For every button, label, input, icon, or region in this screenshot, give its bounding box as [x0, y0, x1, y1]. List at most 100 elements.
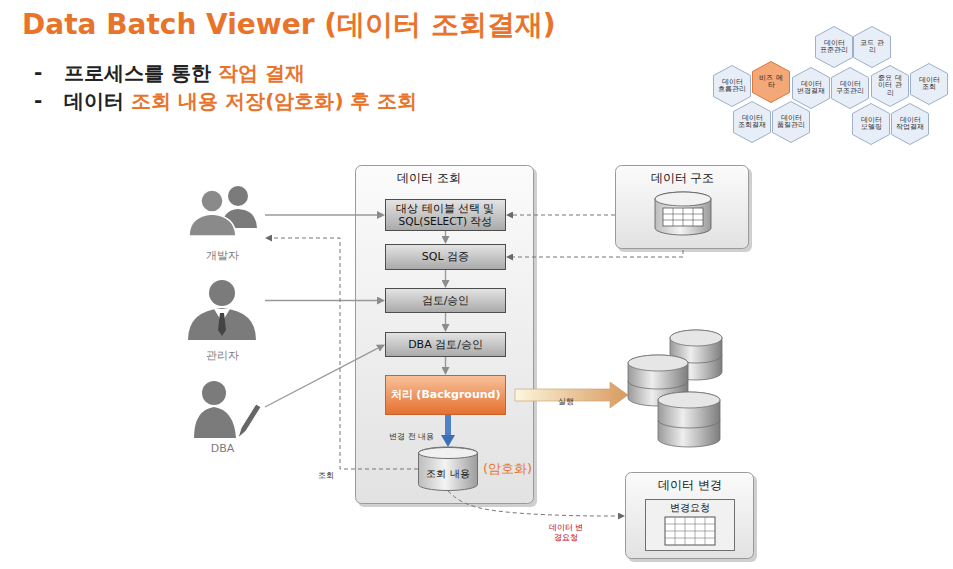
node-text: DBA 검토/승인	[408, 338, 483, 351]
node-text: 데이터 조회	[915, 77, 943, 91]
menu-hexagon: 데이터 변경결재	[792, 67, 830, 109]
actor-label: DBA	[211, 442, 235, 455]
storage-cylinder: 조회 내용	[418, 447, 478, 491]
box-outline	[386, 333, 506, 357]
menu-hexagon: 데이터 조회	[910, 63, 948, 105]
hex-outline	[872, 66, 909, 107]
edge-label: 조회	[318, 471, 334, 481]
bullet-text: -	[34, 60, 42, 87]
menu-hexagon: 데이터 품질관리	[772, 101, 810, 143]
db-top	[628, 355, 688, 371]
menu-hexagon: 데이터 모델링	[852, 103, 890, 145]
developer-icon	[189, 186, 257, 236]
menu-hexagon: 중요 데이터 관리	[871, 65, 909, 107]
node-text: 대상 테이블 선택 및 SQL(SELECT) 작성	[389, 202, 502, 227]
db-top	[670, 330, 722, 346]
hex-outline	[816, 27, 853, 68]
node-text: 변경요청	[670, 502, 710, 514]
node-text: 데이터 구조관리	[836, 81, 864, 95]
icon-head	[209, 280, 235, 306]
table-grid	[665, 517, 715, 545]
request-box: 변경요청	[645, 499, 735, 551]
edge-label-box: 데이터 변경요청	[546, 523, 586, 544]
node-text: 조회 내용	[426, 468, 469, 480]
panel-title: 데이터 변경	[658, 478, 722, 492]
grid-line	[675, 517, 676, 545]
grid-line	[665, 531, 715, 532]
panel-title: 데이터 구조	[651, 171, 715, 185]
db-body	[670, 330, 722, 380]
menu-hexagon: 데이터 작업결재	[891, 103, 929, 145]
bullet-line: -데이터조회 내용 저장(암호화) 후 조회	[34, 88, 417, 115]
hex-outline	[853, 104, 890, 145]
node-text: 데이터 품질관리	[777, 115, 805, 129]
node-text: 중요 데이터 관리	[876, 75, 904, 96]
node-text: 데이터 조회결재	[738, 115, 766, 129]
node-text: SQL 검증	[422, 250, 469, 263]
menu-hexagon: 비즈 메타	[752, 61, 790, 103]
hex-outline	[892, 104, 929, 145]
icon-head	[201, 190, 223, 212]
db-band	[628, 381, 688, 389]
cylinder-top	[419, 448, 478, 459]
hex-outline	[734, 102, 771, 143]
node-text: 데이터 흐름관리	[718, 79, 746, 93]
node-text: 데이터 표준관리	[820, 40, 848, 54]
bullet-text: 프로세스를 통한	[64, 60, 211, 87]
panel-outline	[626, 473, 754, 559]
box-outline	[386, 289, 506, 313]
menu-hexagon: 데이터 조회결재	[733, 101, 771, 143]
title: Data Batch Viewer (데이터 조회결재)	[22, 8, 556, 41]
box-outline	[386, 376, 506, 415]
edge-label: 데이터 변경요청	[546, 523, 586, 542]
request-outline	[646, 500, 735, 551]
icon-pen	[238, 404, 261, 438]
process-box: DBA 검토/승인	[385, 332, 506, 357]
bullet-text: 조회 내용 저장(암호화) 후 조회	[131, 88, 417, 115]
cylinder-body	[419, 447, 478, 491]
panel-outline	[356, 166, 534, 504]
db-band	[670, 355, 722, 363]
db-body	[658, 392, 720, 447]
dba-icon	[194, 381, 261, 438]
bullet-line: -프로세스를 통한작업 결재	[34, 60, 305, 87]
grid-line	[695, 517, 696, 545]
box-outline	[386, 245, 506, 270]
node-text: 데이터 변경결재	[797, 81, 825, 95]
grid-line	[665, 538, 715, 539]
node-text: 비즈 메타	[757, 75, 785, 89]
db-body	[628, 355, 688, 406]
db-top	[658, 392, 720, 408]
db-band	[658, 420, 720, 428]
label-box: 실행	[558, 389, 574, 408]
panel-title: 데이터 조회	[397, 171, 461, 185]
menu-hexagon: 코드 관리	[853, 26, 891, 68]
menu-hexagon: 데이터 구조관리	[831, 67, 869, 109]
panel-box: 데이터 구조	[615, 165, 750, 250]
manager-icon	[188, 280, 256, 340]
icon-head	[228, 186, 248, 206]
node-text: 코드 관리	[858, 40, 886, 54]
box-outline	[386, 200, 506, 231]
hex-outline	[773, 102, 810, 143]
title-box: Data Batch Viewer (데이터 조회결재)	[22, 6, 556, 44]
note-label: (암호화)	[483, 461, 532, 476]
node-text: 데이터 모델링	[857, 117, 885, 131]
hex-outline	[753, 62, 790, 103]
process-box: 처리 (Background)	[385, 375, 506, 415]
icon-body	[222, 209, 257, 228]
menu-hexagon: 데이터 표준관리	[815, 26, 853, 68]
panel-box: 변경요청 데이터 변경	[625, 472, 755, 560]
icon-body	[194, 407, 236, 438]
node-text: 검토/승인	[422, 294, 470, 307]
actor-label: 관리자	[206, 349, 239, 362]
hex-outline	[793, 68, 830, 109]
hex-outline	[854, 27, 891, 68]
bullet-text: 데이터	[64, 88, 124, 115]
actor-label: 개발자	[206, 249, 239, 262]
panel-outline	[616, 166, 749, 249]
node-text: 처리 (Background)	[391, 388, 501, 401]
edge-label-box: 변경 전 내용	[389, 424, 445, 443]
